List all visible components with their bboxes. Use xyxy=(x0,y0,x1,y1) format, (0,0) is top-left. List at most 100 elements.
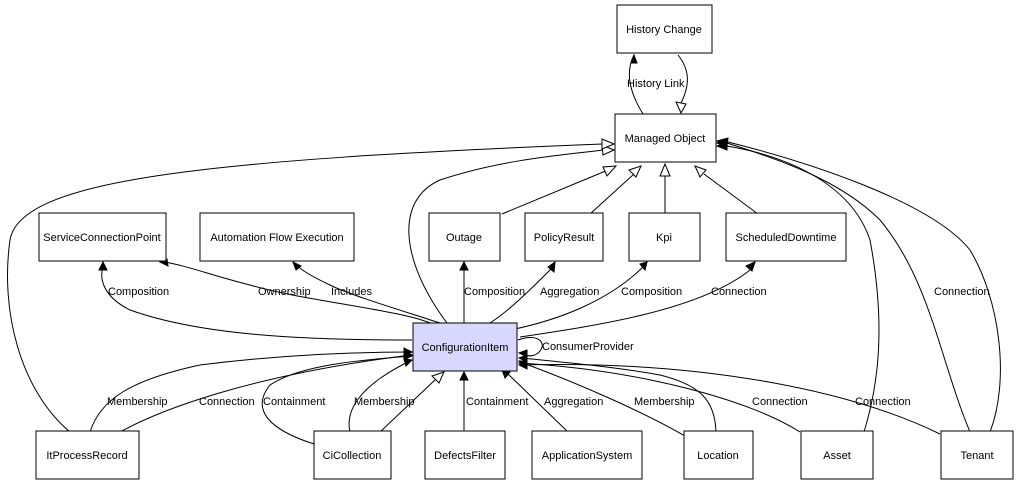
node-automation-flow-execution-label: Automation Flow Execution xyxy=(210,232,343,244)
label-containment-cicollection: Containment xyxy=(263,396,325,408)
node-asset[interactable]: Asset xyxy=(800,430,874,480)
label-composition-scp: Composition xyxy=(108,286,169,298)
edge-downtime-to-managed-object xyxy=(703,173,759,215)
edge-ci-to-automation xyxy=(163,261,431,324)
node-policy-result[interactable]: PolicyResult xyxy=(524,212,604,262)
arrowhead-mo-itprocess xyxy=(601,138,616,150)
label-history-link: History Link xyxy=(627,78,685,90)
arrowhead-mo-policy xyxy=(628,165,642,178)
node-location-label: Location xyxy=(697,450,739,462)
edge-labels: History Link Composition Ownership Inclu… xyxy=(107,78,990,408)
node-service-connection-point-label: ServiceConnectionPoint xyxy=(43,232,160,244)
edge-ci-to-managed-object xyxy=(408,149,605,324)
edge-ci-to-policy xyxy=(489,267,553,324)
edge-appsystem-aggregation xyxy=(507,373,569,433)
label-containment-defects: Containment xyxy=(466,396,528,408)
node-application-system[interactable]: ApplicationSystem xyxy=(531,430,643,480)
node-service-connection-point[interactable]: ServiceConnectionPoint xyxy=(38,212,167,262)
node-outage-label: Outage xyxy=(446,232,482,244)
label-includes: Includes xyxy=(331,286,372,298)
label-composition-outage: Composition xyxy=(464,286,525,298)
edge-cicollection-containment xyxy=(261,355,413,445)
node-application-system-label: ApplicationSystem xyxy=(542,450,633,462)
node-asset-label: Asset xyxy=(823,450,851,462)
edge-itprocess-to-managed-object xyxy=(7,143,603,433)
node-configuration-item-label: ConfigurationItem xyxy=(422,342,509,354)
arrowhead-policy xyxy=(547,260,556,273)
label-membership-itprocess: Membership xyxy=(107,396,168,408)
node-scheduled-downtime[interactable]: ScheduledDowntime xyxy=(725,212,847,262)
node-it-process-record-label: ItProcessRecord xyxy=(46,450,127,462)
edge-itprocess-membership xyxy=(89,351,411,433)
node-history-change-label: History Change xyxy=(626,24,702,36)
node-defects-filter[interactable]: DefectsFilter xyxy=(424,430,506,480)
node-managed-object-label: Managed Object xyxy=(625,133,706,145)
edge-asset-connection xyxy=(518,362,801,433)
label-aggregation-policy: Aggregation xyxy=(540,286,599,298)
arrowhead-history-link-mo xyxy=(675,101,687,115)
edge-tenant-connection xyxy=(518,364,941,435)
node-kpi[interactable]: Kpi xyxy=(628,212,701,262)
node-tenant-label: Tenant xyxy=(960,450,993,462)
arrowhead-mo-tenant-b xyxy=(715,137,729,147)
edge-tenant-to-managed-object-b xyxy=(727,141,1001,433)
node-history-change[interactable]: History Change xyxy=(616,4,713,54)
edge-location-loop xyxy=(521,357,717,433)
label-connection-asset: Connection xyxy=(752,396,808,408)
node-outage[interactable]: Outage xyxy=(428,212,501,262)
node-scheduled-downtime-label: ScheduledDowntime xyxy=(736,232,837,244)
node-managed-object[interactable]: Managed Object xyxy=(614,113,717,163)
edge-tenant-to-managed-object-a xyxy=(726,142,971,433)
nodes: History Change Managed Object ServiceCon… xyxy=(35,4,1014,480)
edge-ci-to-scp xyxy=(101,267,413,341)
edge-itprocess-connection xyxy=(119,354,412,433)
arrowhead-history-change xyxy=(630,53,638,64)
edge-history-link-down xyxy=(677,54,688,104)
node-configuration-item[interactable]: ConfigurationItem xyxy=(412,322,518,372)
label-composition-kpi: Composition xyxy=(621,286,682,298)
edge-policy-to-managed-object xyxy=(589,173,635,215)
arrowhead-ci-membership-cic xyxy=(403,358,414,367)
node-tenant[interactable]: Tenant xyxy=(940,430,1014,480)
node-kpi-label: Kpi xyxy=(656,232,672,244)
arrowheads xyxy=(98,53,756,384)
node-defects-filter-label: DefectsFilter xyxy=(434,450,496,462)
node-ci-collection-label: CiCollection xyxy=(323,450,382,462)
edge-ci-to-downtime xyxy=(519,269,751,338)
edge-cicollection-membership xyxy=(348,359,413,433)
label-connection-tenant-mo: Connection xyxy=(934,286,990,298)
edge-outage-to-managed-object xyxy=(501,169,609,215)
label-membership-location: Membership xyxy=(634,396,695,408)
arrowhead-mo-outage xyxy=(602,165,618,177)
label-consumer-provider: ConsumerProvider xyxy=(542,341,634,353)
edge-cicollection-generalization xyxy=(379,378,437,433)
arrowhead-scp xyxy=(98,260,108,271)
edge-ci-to-includes xyxy=(295,263,441,324)
arrowhead-mo-downtime xyxy=(694,165,707,178)
arrowhead-kpi xyxy=(639,261,648,272)
label-connection-tenant: Connection xyxy=(855,396,911,408)
arrowhead-ci-tenant xyxy=(517,361,528,370)
edge-asset-to-managed-object xyxy=(726,145,880,433)
arrowhead-outage xyxy=(459,260,469,271)
label-ownership: Ownership xyxy=(258,286,311,298)
edge-location-membership xyxy=(519,361,686,437)
arrowhead-ci-generalization-cic xyxy=(431,371,445,384)
node-it-process-record[interactable]: ItProcessRecord xyxy=(35,430,140,480)
node-automation-flow-execution[interactable]: Automation Flow Execution xyxy=(199,212,355,262)
label-membership-cicollection: Membership xyxy=(354,396,415,408)
arrowhead-mo-kpi xyxy=(659,162,671,177)
edge-ci-to-kpi xyxy=(509,265,645,331)
node-ci-collection[interactable]: CiCollection xyxy=(313,430,392,480)
label-aggregation-appsystem: Aggregation xyxy=(544,396,603,408)
arrowhead-downtime xyxy=(745,261,756,272)
edges xyxy=(7,54,1001,445)
arrowhead-includes xyxy=(292,260,302,271)
node-location[interactable]: Location xyxy=(683,430,754,480)
arrowhead-ci-defects xyxy=(459,370,469,381)
node-policy-result-label: PolicyResult xyxy=(534,232,595,244)
arrowhead-ci-containment xyxy=(403,352,414,361)
label-connection-downtime: Connection xyxy=(711,286,767,298)
label-connection-itprocess: Connection xyxy=(199,396,255,408)
